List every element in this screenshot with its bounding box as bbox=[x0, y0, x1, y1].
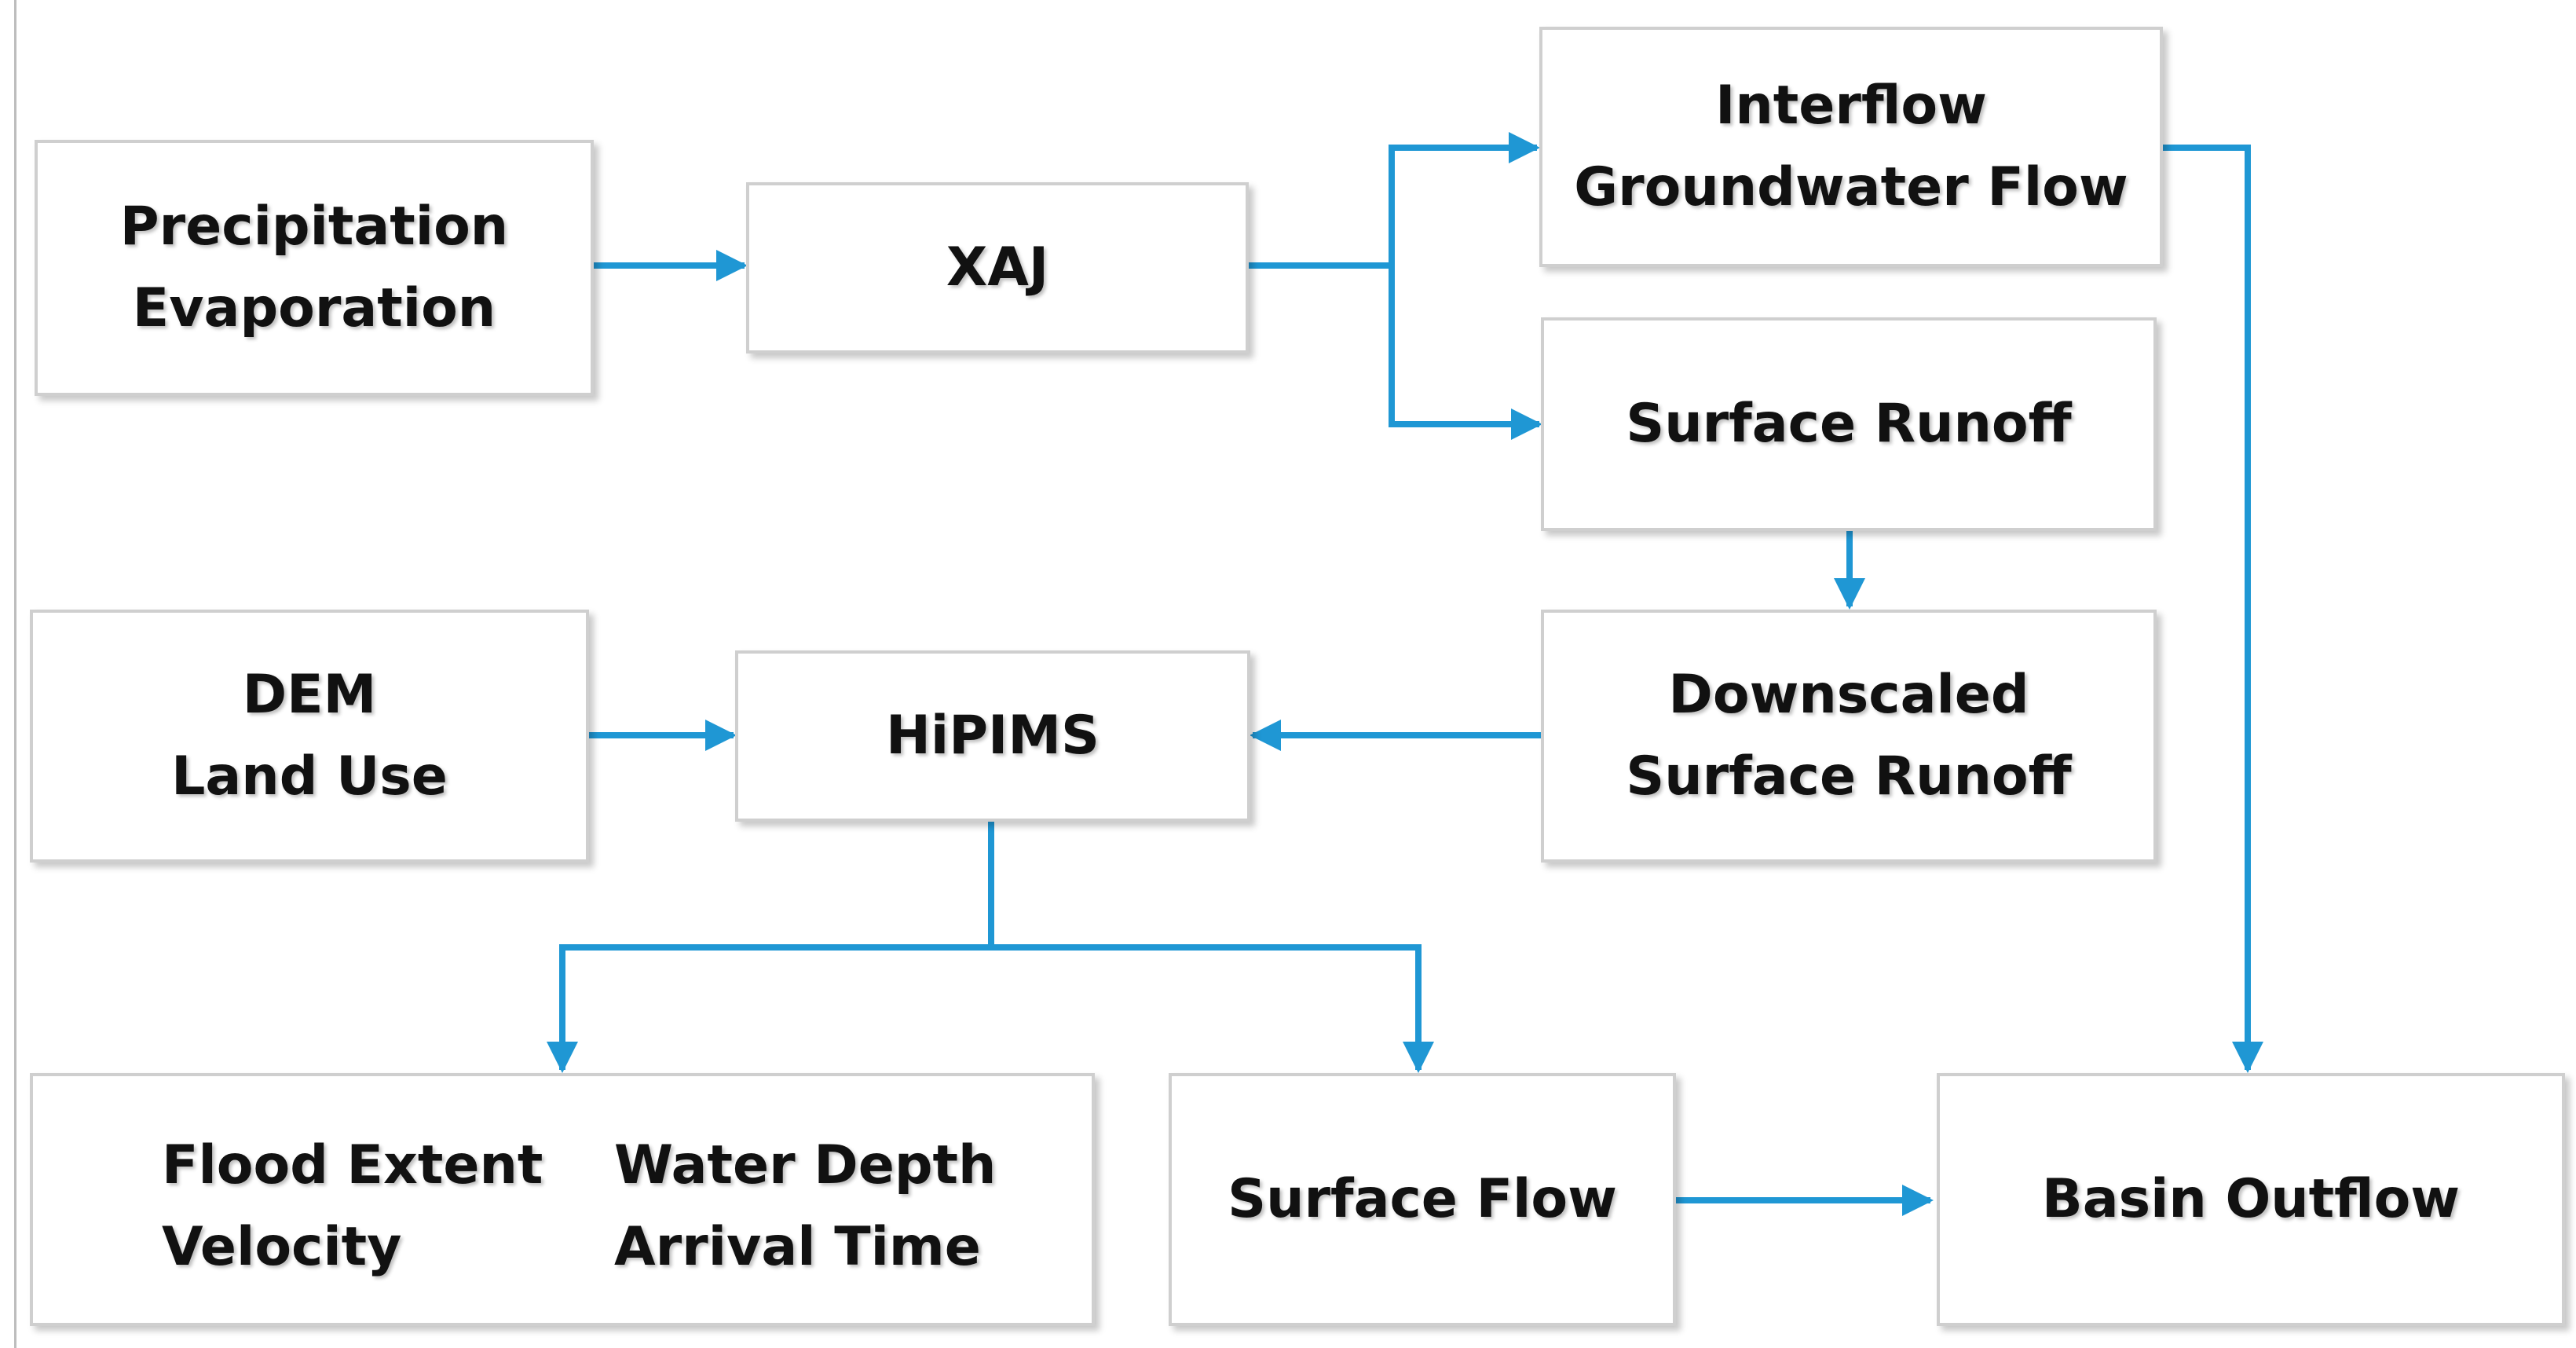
node-label-line2: Evaporation bbox=[132, 277, 496, 339]
node-hipims: HiPIMS bbox=[735, 650, 1250, 822]
node-downscaled-surface-runoff: Downscaled Surface Runoff bbox=[1541, 610, 2157, 863]
node-label-line2: Land Use bbox=[171, 745, 448, 808]
node-basin-outflow: Basin Outflow bbox=[1937, 1073, 2565, 1326]
flood-outputs-column-2: Water Depth Arrival Time bbox=[614, 1125, 996, 1288]
node-label-line1: Precipitation bbox=[119, 196, 509, 258]
node-interflow-groundwater: Interflow Groundwater Flow bbox=[1539, 27, 2163, 267]
node-label-line1: Downscaled bbox=[1668, 664, 2029, 726]
node-label-line1: Interflow bbox=[1715, 75, 1987, 137]
node-label-line1: HiPIMS bbox=[886, 705, 1100, 767]
node-label-flood-extent: Flood Extent bbox=[162, 1134, 543, 1196]
node-surface-flow: Surface Flow bbox=[1169, 1073, 1676, 1326]
arrow-hipims-to-surface-flow bbox=[991, 944, 1434, 1073]
arrow-xaj-to-surface-runoff bbox=[1389, 266, 1542, 440]
arrow-hipims-to-flood-outputs bbox=[547, 822, 994, 1073]
node-xaj: XAJ bbox=[746, 182, 1249, 353]
node-surface-runoff: Surface Runoff bbox=[1541, 317, 2157, 531]
node-label-water-depth: Water Depth bbox=[614, 1134, 997, 1196]
node-label-line1: DEM bbox=[242, 664, 377, 726]
node-label-line1: Basin Outflow bbox=[2041, 1168, 2461, 1230]
node-label-arrival-time: Arrival Time bbox=[614, 1216, 981, 1278]
node-dem-land-use: DEM Land Use bbox=[30, 610, 589, 863]
node-flood-outputs: Flood Extent Velocity Water Depth Arriva… bbox=[30, 1073, 1095, 1326]
node-label-line2: Groundwater Flow bbox=[1574, 156, 2128, 218]
node-label-line1: XAJ bbox=[946, 236, 1049, 299]
node-label-velocity: Velocity bbox=[162, 1216, 402, 1278]
node-precipitation-evaporation: Precipitation Evaporation bbox=[35, 140, 594, 396]
arrow-interflow-to-basin bbox=[2160, 145, 2263, 1073]
flood-outputs-column-1: Flood Extent Velocity bbox=[162, 1125, 543, 1288]
arrow-xaj-to-interflow bbox=[1249, 132, 1540, 269]
left-border-line bbox=[14, 0, 16, 1348]
node-label-line2: Surface Runoff bbox=[1626, 745, 2072, 808]
node-label-line1: Surface Flow bbox=[1228, 1168, 1617, 1230]
node-label-line1: Surface Runoff bbox=[1626, 393, 2072, 455]
